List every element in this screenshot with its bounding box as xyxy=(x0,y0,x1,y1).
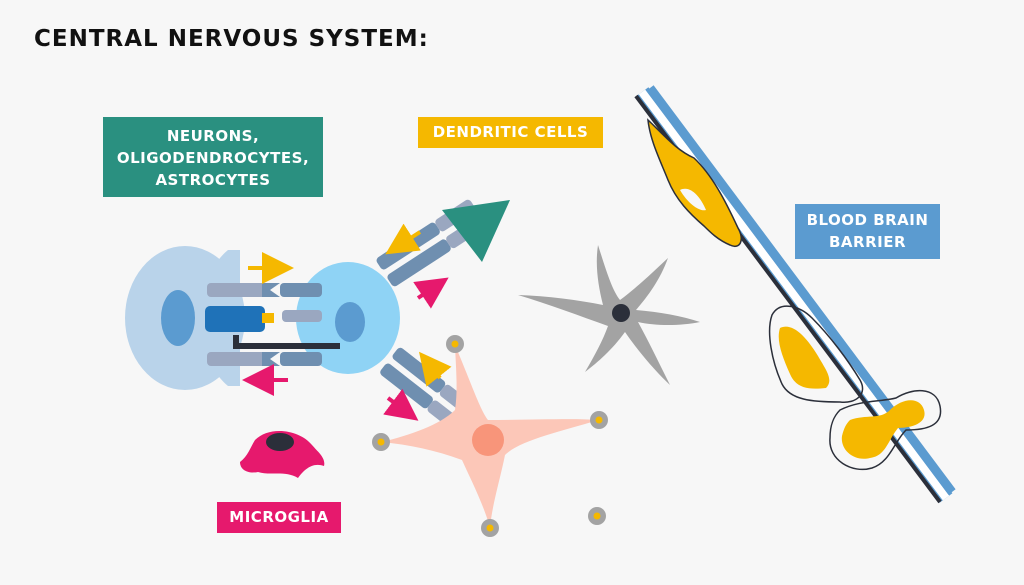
blood-brain-barrier xyxy=(634,85,956,504)
bbb-label-line-2: BARRIER xyxy=(828,233,907,251)
endfoot-mid xyxy=(778,326,830,389)
yellow-arrow-up-left xyxy=(385,223,422,255)
teal-arrowhead xyxy=(442,200,510,262)
neurons-label-line-2: OLIGODENDROCYTES, xyxy=(116,149,310,167)
endfoot-upper xyxy=(647,118,742,247)
magenta-arrow-lower xyxy=(383,388,419,421)
astrocyte-cell xyxy=(518,245,700,385)
microglia-cell xyxy=(240,430,325,478)
diagram-title: CENTRAL NERVOUS SYSTEM: xyxy=(34,26,429,52)
neurons-label-line-1: NEURONS, xyxy=(166,127,260,145)
endfoot-mid-outline xyxy=(768,305,864,403)
blood-brain-barrier-label: BLOOD BRAIN BARRIER xyxy=(795,204,940,259)
bbb-label-line-1: BLOOD BRAIN xyxy=(806,211,929,229)
dendritic-cells-label: DENDRITIC CELLS xyxy=(418,117,603,148)
tcr-mhc-complex xyxy=(205,283,340,366)
magenta-arrow-up-right xyxy=(413,277,449,309)
endfoot-upper-hole xyxy=(680,188,706,211)
endfoot-lower xyxy=(841,400,925,459)
neurons-label-line-3: ASTROCYTES xyxy=(155,171,271,189)
microglia-label: MICROGLIA xyxy=(217,502,341,533)
neuron-cell xyxy=(372,335,608,537)
yellow-arrow-lower xyxy=(419,351,452,387)
neurons-oligodendrocytes-astrocytes-label: NEURONS, OLIGODENDROCYTES, ASTROCYTES xyxy=(103,117,323,197)
endfoot-lower-outline xyxy=(829,390,942,471)
